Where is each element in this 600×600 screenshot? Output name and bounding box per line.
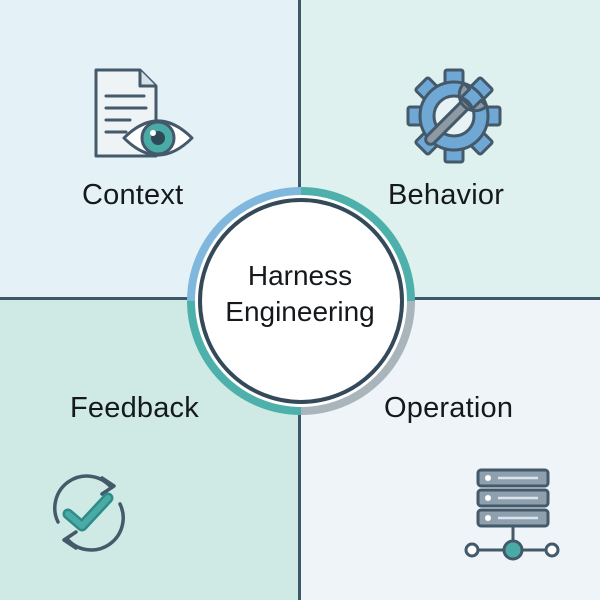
gear-wrench-icon: [406, 68, 502, 164]
behavior-label: Behavior: [388, 179, 505, 211]
center-title-line1: Harness: [247, 260, 353, 291]
document-eye-icon: [94, 68, 194, 158]
center-title-line2: Engineering: [225, 296, 375, 327]
feedback-label: Feedback: [70, 392, 199, 424]
center-circle: [187, 187, 415, 415]
sync-check-icon: [53, 474, 125, 552]
server-network-icon: [464, 468, 560, 561]
center-title: Harness Engineering: [200, 258, 400, 330]
operation-label: Operation: [384, 392, 514, 424]
context-label: Context: [82, 179, 184, 211]
